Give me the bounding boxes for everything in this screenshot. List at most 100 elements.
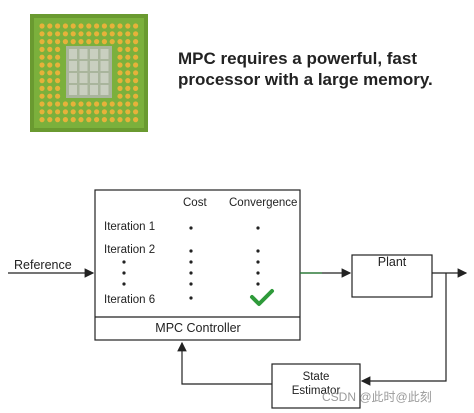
chip-pin bbox=[78, 31, 84, 37]
chip-pin bbox=[109, 23, 115, 29]
checkmark-icon bbox=[250, 289, 274, 306]
chip-pin bbox=[70, 23, 76, 29]
chip-pin bbox=[133, 62, 139, 68]
chip-pin bbox=[125, 62, 131, 68]
mpc-controller-box bbox=[94, 189, 301, 341]
chip-pin bbox=[47, 62, 53, 68]
ellipsis-dot bbox=[122, 271, 126, 275]
chip-pin bbox=[133, 39, 139, 45]
chip-pin bbox=[39, 85, 45, 91]
chip-pin bbox=[55, 101, 61, 107]
chip-pin bbox=[62, 23, 68, 29]
reference-label: Reference bbox=[14, 258, 72, 272]
chip-die-cell bbox=[90, 85, 98, 95]
chip-pin bbox=[39, 117, 45, 123]
chip-pin bbox=[86, 23, 92, 29]
chip-pin bbox=[70, 117, 76, 123]
chip-pin bbox=[86, 109, 92, 115]
chip-pin bbox=[117, 62, 123, 68]
chip-pin bbox=[133, 101, 139, 107]
chip-die-cell bbox=[90, 49, 98, 59]
convergence-dot bbox=[256, 226, 260, 230]
chip-pin bbox=[47, 117, 53, 123]
chip-die-cell bbox=[100, 49, 109, 59]
chip-pin bbox=[109, 117, 115, 123]
chip-pin bbox=[47, 109, 53, 115]
chip-pin bbox=[133, 109, 139, 115]
ellipsis-dot bbox=[256, 271, 260, 275]
cost-header: Cost bbox=[183, 197, 207, 209]
estimator-to-controller-line bbox=[177, 341, 272, 385]
chip-die-cell bbox=[90, 73, 98, 83]
state-estimator-line-2: Estimator bbox=[291, 385, 341, 397]
chip-pin bbox=[86, 117, 92, 123]
cost-dot bbox=[189, 249, 193, 253]
chip-pin bbox=[39, 78, 45, 84]
chip-pin bbox=[117, 54, 123, 60]
chip-pin bbox=[117, 117, 123, 123]
chip-pin bbox=[86, 39, 92, 45]
chip-pin bbox=[117, 70, 123, 76]
chip-pin bbox=[117, 109, 123, 115]
chip-pin bbox=[47, 54, 53, 60]
chip-pin bbox=[125, 109, 131, 115]
chip-pin bbox=[125, 31, 131, 37]
headline: MPC requires a powerful, fast processor … bbox=[178, 48, 438, 90]
chip-pin bbox=[117, 78, 123, 84]
chip-pin bbox=[39, 70, 45, 76]
chip-pin bbox=[78, 23, 84, 29]
chip-pin bbox=[55, 109, 61, 115]
headline-line-1: MPC requires a powerful, fast bbox=[178, 49, 417, 68]
chip-pin bbox=[39, 31, 45, 37]
feedback-line bbox=[360, 273, 447, 386]
chip-pin bbox=[55, 70, 61, 76]
chip-pin bbox=[125, 46, 131, 53]
watermark: CSDN @此时@此刻 bbox=[322, 390, 432, 404]
chip-pin bbox=[55, 117, 61, 123]
chip-pin bbox=[109, 39, 115, 45]
ellipsis-dot bbox=[122, 282, 126, 286]
chip-pin bbox=[70, 39, 76, 45]
chip-pin bbox=[125, 117, 131, 123]
chip-pin bbox=[47, 78, 53, 84]
chip-pin bbox=[55, 39, 61, 45]
chip-pin bbox=[39, 93, 45, 99]
chip-pin bbox=[39, 54, 45, 60]
chip-pin bbox=[117, 39, 123, 45]
chip-pin bbox=[55, 78, 61, 84]
ellipsis-dot bbox=[122, 260, 126, 264]
processor-chip-icon bbox=[30, 14, 148, 132]
chip-pin bbox=[78, 109, 84, 115]
chip-pin bbox=[94, 39, 100, 45]
chip-pin bbox=[94, 101, 100, 107]
chip-pin bbox=[125, 39, 131, 45]
chip-die-cell bbox=[79, 73, 88, 83]
chip-pin bbox=[125, 78, 131, 84]
chip-pin bbox=[109, 101, 115, 107]
convergence-header: Convergence bbox=[229, 197, 298, 209]
chip-pin bbox=[133, 31, 139, 37]
chip-pin bbox=[39, 46, 45, 53]
chip-pin bbox=[39, 101, 45, 107]
state-estimator-line-1: State bbox=[302, 371, 330, 383]
state-estimator-box bbox=[271, 363, 361, 409]
chip-pin bbox=[39, 39, 45, 45]
chip-pin bbox=[133, 23, 139, 29]
chip-pin bbox=[47, 93, 53, 99]
iteration-2-label: Iteration 2 bbox=[104, 244, 156, 256]
cost-dot bbox=[189, 296, 193, 300]
chip-pin bbox=[94, 117, 100, 123]
chip-pin bbox=[55, 23, 61, 29]
ellipsis-dot bbox=[189, 282, 193, 286]
chip-die-cell bbox=[100, 73, 109, 83]
chip-pin bbox=[55, 46, 61, 53]
chip-pin bbox=[47, 46, 53, 53]
chip-pin bbox=[125, 101, 131, 107]
chip-pin bbox=[133, 54, 139, 60]
chip-pin bbox=[39, 62, 45, 68]
chip-pin bbox=[125, 93, 131, 99]
chip-die-cell bbox=[90, 61, 98, 71]
chip-pin bbox=[117, 23, 123, 29]
chip-pin bbox=[78, 39, 84, 45]
chip-pin bbox=[55, 62, 61, 68]
